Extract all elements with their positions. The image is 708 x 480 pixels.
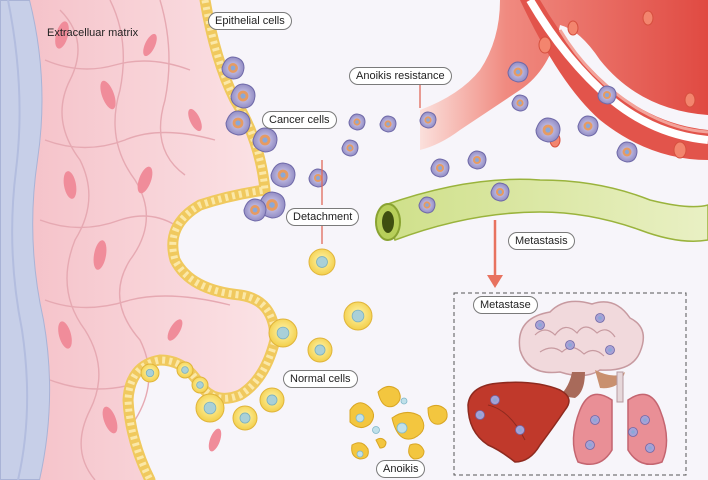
normal-cell — [196, 394, 224, 422]
cancer-cell — [431, 159, 449, 177]
label-anoikis-resistance: Anoikis resistance — [349, 67, 452, 85]
cancer-cell — [491, 183, 509, 201]
metastatic-cell — [566, 341, 575, 350]
metastatic-cell — [629, 428, 638, 437]
cancer-cell — [468, 151, 486, 169]
cancer-cell — [226, 111, 250, 135]
metastatic-cell — [586, 441, 595, 450]
cancer-cell — [309, 169, 327, 187]
normal-cell — [233, 406, 257, 430]
metastatic-cell — [516, 426, 525, 435]
metastatic-cell — [591, 416, 600, 425]
cancer-cell — [342, 140, 358, 156]
cancer-cell — [380, 116, 396, 132]
cancer-cell — [253, 128, 277, 152]
label-metastase: Metastase — [473, 296, 538, 314]
normal-cell — [344, 302, 372, 330]
cancer-cell — [512, 95, 528, 111]
metastatic-cell — [476, 411, 485, 420]
normal-cell — [141, 364, 159, 382]
metastatic-cell — [491, 396, 500, 405]
label-detachment: Detachment — [286, 208, 359, 226]
cancer-cell — [617, 142, 637, 162]
cancer-cell — [244, 199, 266, 221]
cancer-cell — [231, 84, 255, 108]
normal-cell — [269, 319, 297, 347]
cancer-cell — [508, 62, 528, 82]
cancer-cell — [420, 112, 436, 128]
cancer-cell — [536, 118, 560, 142]
label-cancer-cells: Cancer cells — [262, 111, 337, 129]
normal-cell — [260, 388, 284, 412]
label-anoikis: Anoikis — [376, 460, 425, 478]
cancer-cell — [222, 57, 244, 79]
label-normal-cells: Normal cells — [283, 370, 358, 388]
cancer-cell — [419, 197, 435, 213]
metastatic-cell — [641, 416, 650, 425]
label-metastasis: Metastasis — [508, 232, 575, 250]
metastatic-cell — [646, 444, 655, 453]
normal-cell — [177, 362, 193, 378]
cancer-cell — [578, 116, 598, 136]
label-epithelial-cells: Epithelial cells — [208, 12, 292, 30]
normal-cell — [192, 377, 208, 393]
cancer-cell — [271, 163, 295, 187]
metastatic-cell — [596, 314, 605, 323]
cancer-cell — [598, 86, 616, 104]
metastatic-cell — [536, 321, 545, 330]
metastatic-cell — [606, 346, 615, 355]
label-extracellular-matrix: Extracelluar matrix — [47, 26, 138, 40]
cancer-cell — [349, 114, 365, 130]
normal-cell — [309, 249, 335, 275]
normal-cell — [308, 338, 332, 362]
